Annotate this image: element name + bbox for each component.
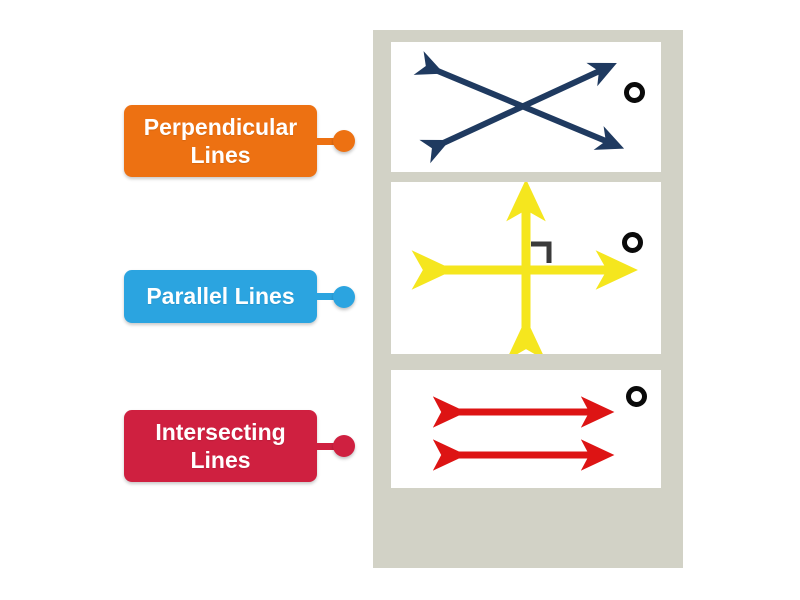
label-chip-perpendicular-dot[interactable]	[333, 130, 355, 152]
drop-target-intersecting[interactable]	[624, 82, 645, 103]
label-chip-parallel-lines[interactable]: Parallel Lines	[124, 270, 355, 323]
parallel-lines-figure-icon	[432, 396, 615, 471]
label-chip-parallel-connector	[317, 285, 355, 308]
image-panel-perpendicular	[391, 182, 661, 354]
connector-stub-icon	[317, 442, 335, 450]
label-chip-intersecting-connector	[317, 435, 355, 457]
connector-stub-icon	[317, 293, 335, 300]
intersecting-lines-figure-icon	[413, 51, 625, 164]
label-chip-perpendicular-lines[interactable]: Perpendicular Lines	[124, 105, 355, 177]
drop-target-perpendicular[interactable]	[622, 232, 643, 253]
image-panel-parallel	[391, 370, 661, 488]
label-chip-parallel-dot[interactable]	[333, 285, 355, 308]
drop-target-parallel[interactable]	[626, 386, 647, 407]
label-chip-parallel-text: Parallel Lines	[124, 270, 317, 323]
image-panel-intersecting	[391, 42, 661, 172]
connector-stub-icon	[317, 137, 335, 145]
label-chip-perpendicular-connector	[317, 130, 355, 152]
perpendicular-lines-figure-icon	[411, 182, 638, 354]
label-chip-perpendicular-text: Perpendicular Lines	[124, 105, 317, 177]
label-chip-intersecting-dot[interactable]	[333, 435, 355, 457]
label-chip-intersecting-text: Intersecting Lines	[124, 410, 317, 482]
label-chip-intersecting-lines[interactable]: Intersecting Lines	[124, 410, 355, 482]
diagram-board	[373, 30, 683, 568]
